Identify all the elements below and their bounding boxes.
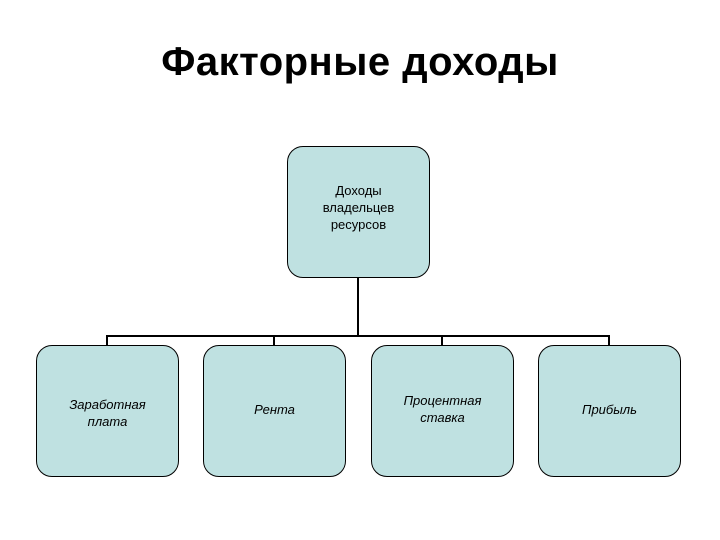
child-node-label: Рента — [254, 401, 295, 417]
child-node-label: Прибыль — [582, 401, 637, 417]
child-node-label: Заработная плата — [69, 397, 146, 429]
root-node-resource-owners-income: Доходы владельцев ресурсов — [287, 146, 430, 278]
slide-title: Факторные доходы — [161, 40, 559, 84]
child-node-profit: Прибыль — [538, 345, 681, 477]
child-node-wages: Заработная плата — [36, 345, 179, 477]
child-node-interest-rate: Процентная ставка — [371, 345, 514, 477]
child-node-label: Процентная ставка — [403, 393, 482, 425]
child-node-rent: Рента — [203, 345, 346, 477]
root-node-label: Доходы владельцев ресурсов — [322, 182, 395, 232]
